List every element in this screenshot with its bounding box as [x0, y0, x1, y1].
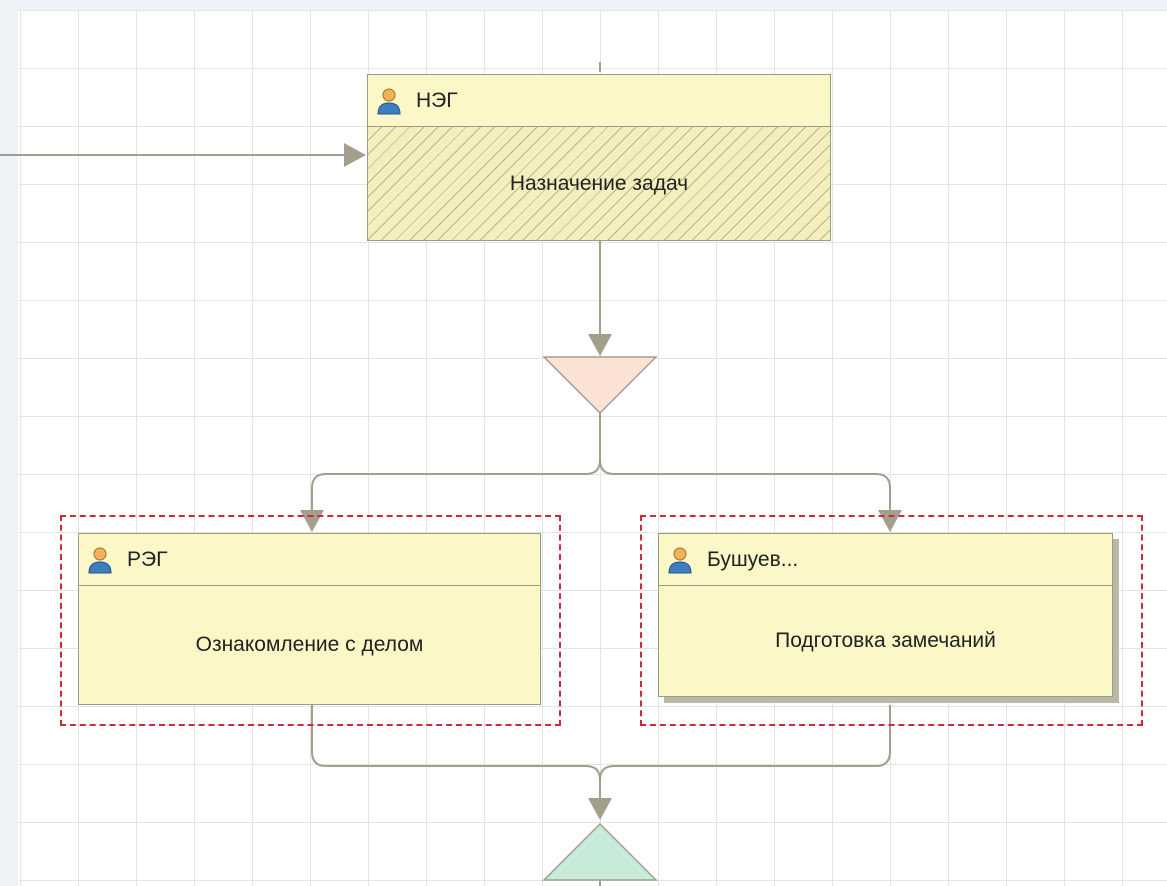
task-header: РЭГ — [79, 534, 540, 586]
user-icon — [377, 88, 401, 114]
task-neg[interactable]: НЭГ Назначение задач — [367, 74, 831, 241]
task-performer: НЭГ — [416, 88, 458, 112]
selection-frame-bushuev — [640, 515, 1143, 726]
connector-split-left — [311, 413, 601, 510]
arrow-icon — [588, 798, 612, 820]
task-bushuev[interactable]: Бушуев... Подготовка замечаний — [658, 533, 1113, 697]
task-title: Назначение задач — [509, 171, 689, 195]
task-performer: Бушуев... — [707, 547, 799, 571]
task-header: Бушуев... — [659, 534, 1112, 586]
task-body: Назначение задач — [368, 127, 830, 240]
selection-frame-reg — [60, 515, 561, 726]
join-point — [542, 822, 658, 881]
split-point — [542, 356, 658, 415]
task-title: Подготовка замечаний — [775, 629, 996, 652]
user-icon — [88, 547, 112, 573]
task-title: Ознакомление с делом — [195, 633, 424, 656]
task-performer: РЭГ — [127, 547, 168, 571]
user-icon — [668, 547, 692, 573]
arrow-icon — [344, 143, 366, 167]
task-reg[interactable]: РЭГ Ознакомление с делом — [78, 533, 541, 705]
connector-split-right — [599, 459, 891, 510]
connector-reg-to-join — [311, 705, 601, 800]
connector-bushuev-to-join — [599, 705, 891, 781]
task-header: НЭГ — [368, 75, 830, 127]
task-body: Подготовка замечаний — [659, 586, 1112, 696]
task-body: Ознакомление с делом — [79, 586, 540, 704]
arrow-icon — [588, 334, 612, 356]
